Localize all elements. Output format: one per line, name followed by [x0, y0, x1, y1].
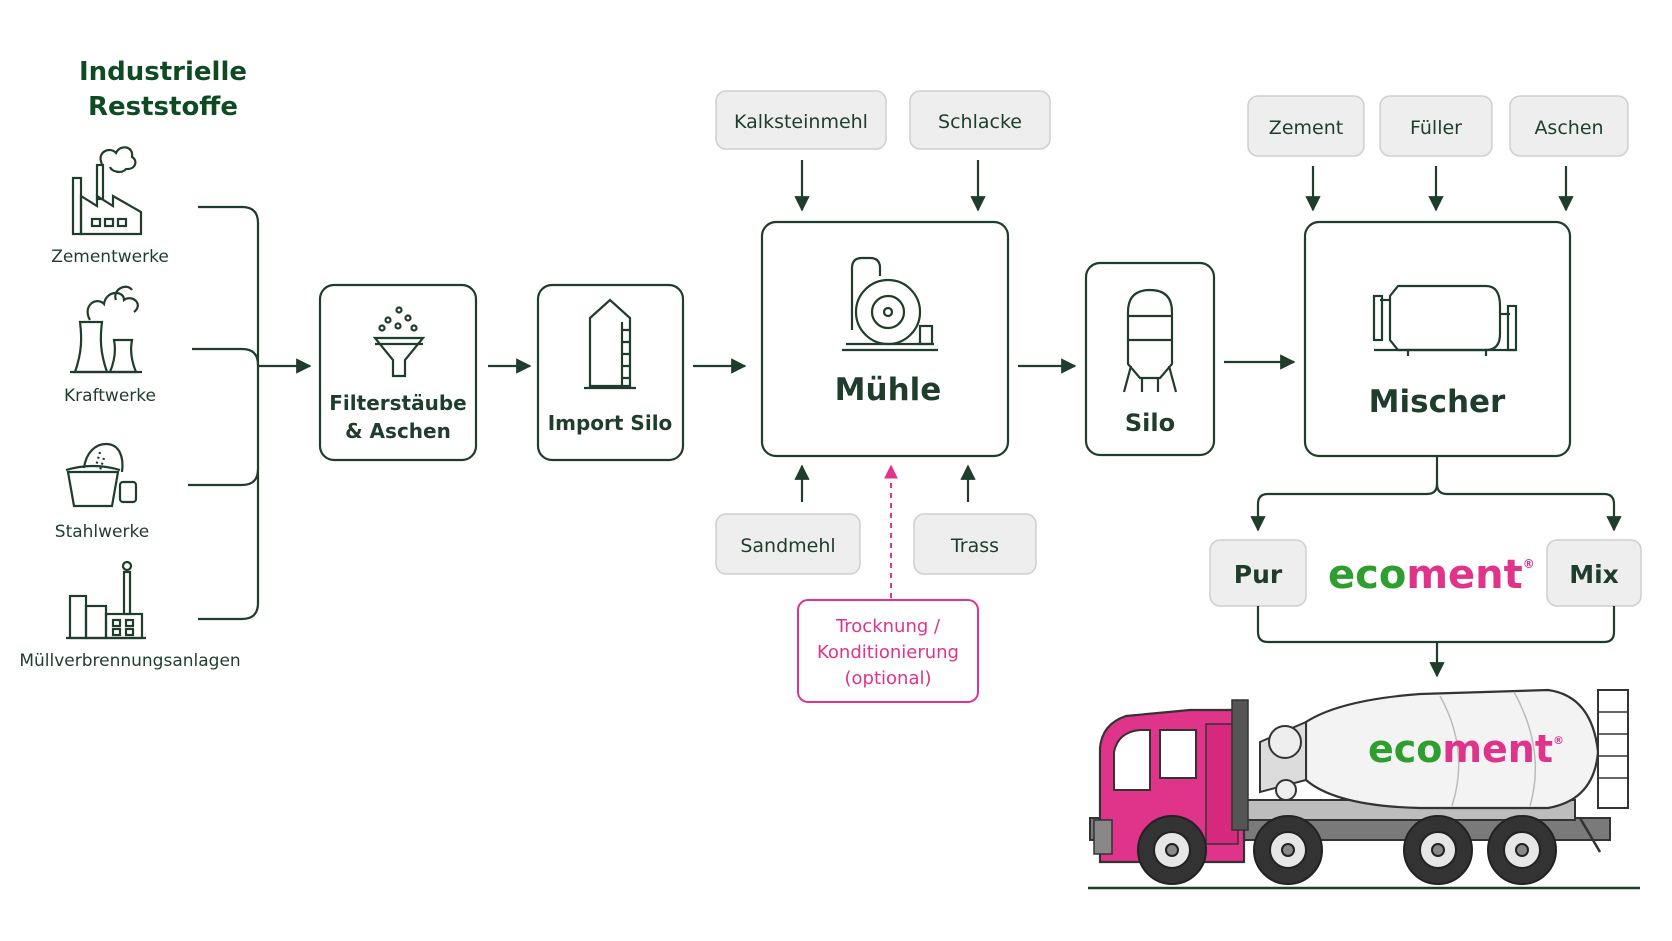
input-box-sandmehl — [715, 513, 861, 575]
brand-logo-reg: ® — [1523, 557, 1535, 571]
mixer-truck-illustration: ecoment® — [1088, 688, 1640, 890]
input-box-schlacke — [909, 90, 1051, 150]
mischer-box — [1303, 220, 1572, 458]
mischer-split-connector — [1250, 456, 1622, 532]
power-plant-icon — [70, 285, 142, 374]
input-label-aschen: Aschen — [1534, 117, 1603, 139]
silo-label: Silo — [1125, 409, 1175, 437]
mill-icon — [842, 256, 938, 352]
source-label-kraftwerke: Kraftwerke — [64, 386, 156, 406]
brand-logo-eco: eco — [1328, 552, 1406, 598]
steel-ladle-icon — [65, 442, 138, 508]
sources-title-line2: Reststoffe — [88, 92, 238, 122]
input-label-trass: Trass — [950, 535, 999, 557]
truck-logo-ment: ment — [1442, 727, 1553, 771]
input-box-trass — [913, 513, 1037, 575]
import-silo-label: Import Silo — [548, 411, 673, 435]
input-box-fueller — [1379, 95, 1493, 157]
silo-box — [1084, 261, 1216, 457]
truck-logo-eco: eco — [1368, 727, 1442, 771]
import-silo-box — [536, 283, 685, 462]
funnel-icon — [372, 306, 426, 378]
input-label-zement: Zement — [1269, 117, 1343, 139]
optional-step-line3: (optional) — [845, 668, 932, 689]
filter-box — [318, 283, 478, 462]
sources-title-line1: Industrielle — [79, 57, 247, 87]
silo-tank-icon — [1122, 288, 1178, 393]
brand-logo-ment: ment — [1406, 552, 1522, 598]
truck-brand-logo: ecoment® — [1368, 727, 1564, 771]
input-label-fueller: Füller — [1410, 117, 1462, 139]
input-box-aschen — [1509, 95, 1629, 157]
truck-logo-reg: ® — [1553, 734, 1564, 747]
mischer-label: Mischer — [1369, 384, 1506, 420]
brand-logo: ecoment® — [1328, 552, 1535, 598]
source-label-muellverbrennung: Müllverbrennungsanlagen — [19, 651, 240, 671]
input-box-kalksteinmehl — [715, 90, 887, 150]
factory-icon — [71, 146, 143, 236]
merge-connector — [1256, 606, 1616, 678]
optional-step-line1: Trocknung / — [835, 616, 941, 637]
filter-label-line2: & Aschen — [345, 419, 451, 443]
mixer-icon — [1372, 284, 1518, 356]
input-label-kalksteinmehl: Kalksteinmehl — [734, 111, 868, 133]
muehle-label: Mühle — [835, 372, 942, 408]
source-label-stahlwerke: Stahlwerke — [55, 522, 149, 542]
optional-step-line2: Konditionierung — [817, 642, 959, 663]
sources-bracket — [188, 205, 260, 621]
output-box-mix — [1546, 539, 1642, 607]
incineration-plant-icon — [66, 560, 146, 640]
muehle-box — [760, 220, 1010, 458]
output-label-pur: Pur — [1234, 560, 1283, 589]
silo-icon — [584, 298, 636, 390]
filter-label-line1: Filterstäube — [329, 391, 466, 415]
input-label-sandmehl: Sandmehl — [740, 535, 835, 557]
source-label-zementwerke: Zementwerke — [51, 247, 169, 267]
input-box-zement — [1247, 95, 1365, 157]
input-label-schlacke: Schlacke — [938, 111, 1022, 133]
output-label-mix: Mix — [1569, 560, 1619, 589]
optional-step-box — [797, 599, 979, 703]
